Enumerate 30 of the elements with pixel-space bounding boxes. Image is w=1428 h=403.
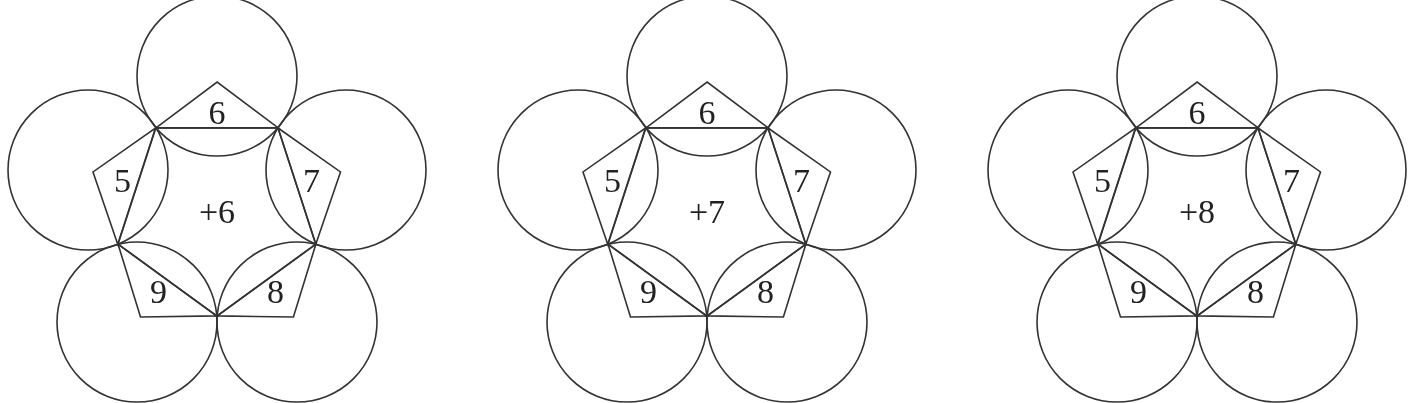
- circle-shape: [756, 89, 917, 250]
- addend-label: +7: [688, 195, 726, 229]
- number-label: 6: [208, 95, 226, 130]
- circle-shape: [7, 89, 168, 250]
- circle-shape: [987, 89, 1148, 250]
- circle-shape: [497, 89, 658, 250]
- circle-shape: [1246, 89, 1407, 250]
- circle-shape: [57, 242, 218, 402]
- circle-shape: [706, 242, 867, 402]
- number-label: 5: [1093, 164, 1111, 199]
- number-label: 6: [698, 95, 716, 130]
- number-label: 6: [1188, 95, 1206, 130]
- number-label: 8: [1246, 275, 1264, 310]
- number-label: 5: [603, 164, 621, 199]
- number-label: 8: [756, 275, 774, 310]
- number-label: 9: [1130, 275, 1148, 310]
- number-label: 7: [303, 164, 321, 199]
- number-label: 5: [113, 164, 131, 199]
- addend-label: +6: [198, 195, 236, 229]
- number-label: 9: [640, 275, 658, 310]
- circle-shape: [547, 242, 708, 402]
- circle-shape: [1196, 242, 1357, 402]
- circle-shape: [1037, 242, 1198, 402]
- addend-label: +8: [1178, 195, 1216, 229]
- number-label: 9: [150, 275, 168, 310]
- number-label: 8: [266, 275, 284, 310]
- circle-shape: [216, 242, 377, 402]
- number-label: 7: [793, 164, 811, 199]
- circle-shape: [266, 89, 427, 250]
- number-label: 7: [1283, 164, 1301, 199]
